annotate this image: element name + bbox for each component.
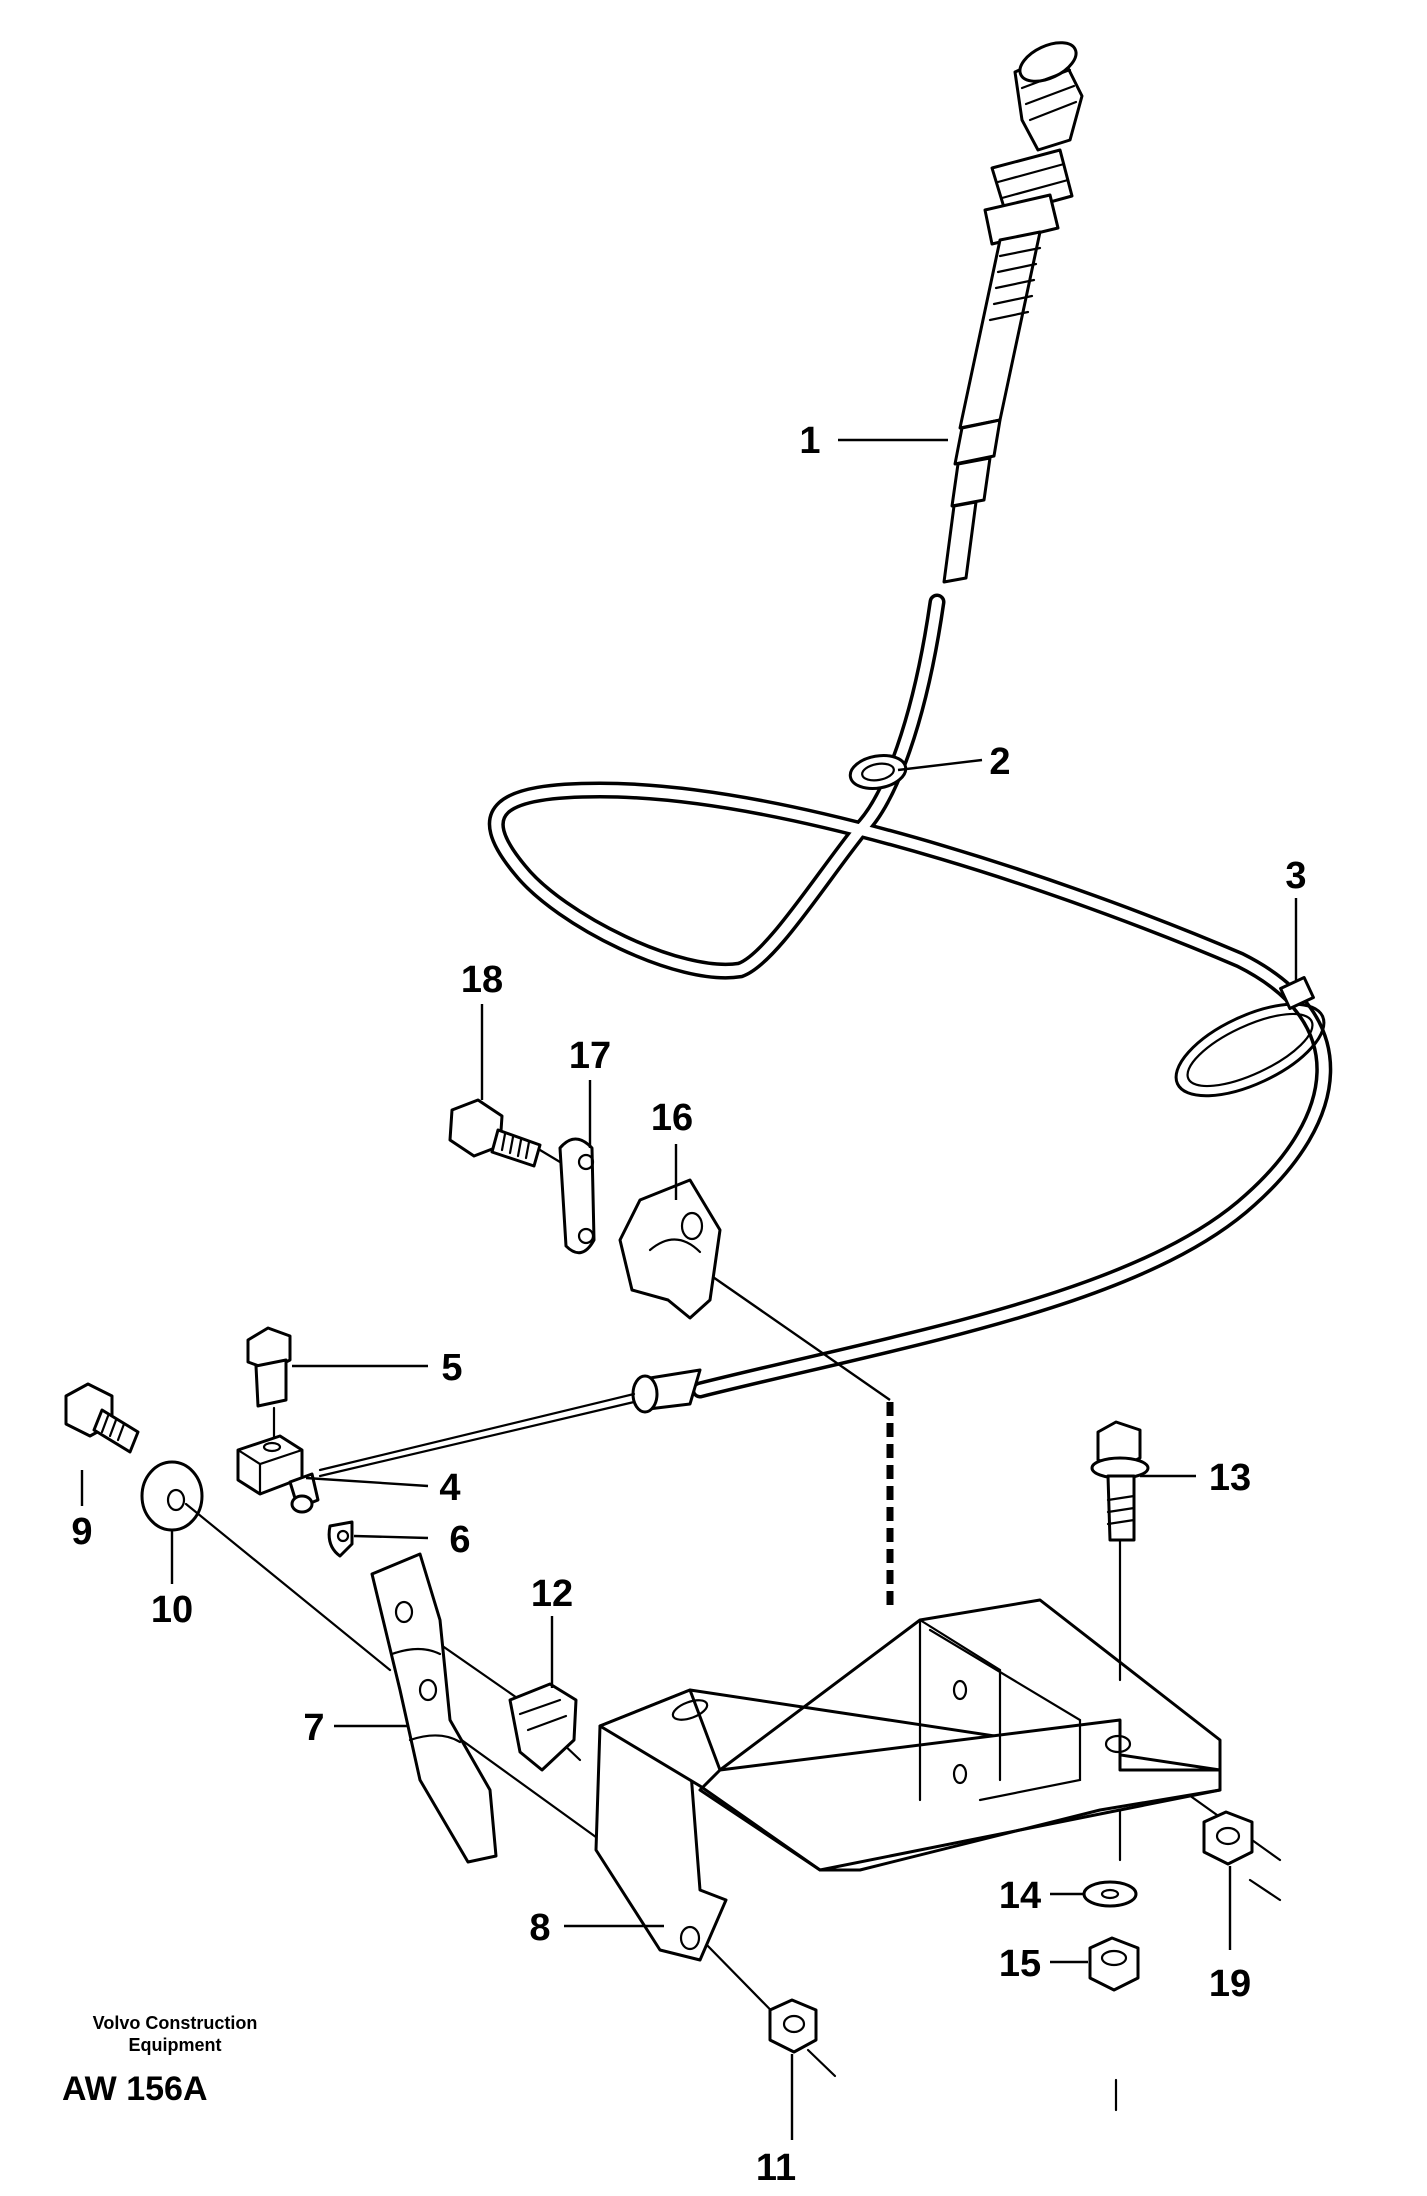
callout-10: 10 [151,1589,193,1631]
callout-3: 3 [1285,855,1306,897]
drawing-code: AW 156A [62,2070,208,2108]
cable-grommet [848,754,908,790]
control-knob-assembly [942,41,1084,584]
manufacturer-line-1: Volvo Construction [92,2013,258,2033]
assembly-line-9-7 [184,1502,392,1672]
callout-11: 11 [756,2147,796,2189]
callout-1: 1 [799,420,820,462]
callout-13: 13 [1209,1457,1251,1499]
assembly-line-19b [1248,1878,1282,1902]
callout-14: 14 [999,1875,1041,1917]
cable-end-block [236,1434,320,1514]
callout-16: 16 [651,1097,693,1139]
mounting-bracket [594,1598,1222,1962]
callout-12: 12 [531,1573,573,1615]
cable-tie [1174,976,1326,1098]
callout-5: 5 [441,1347,462,1389]
clamp-bolt [448,1098,592,1182]
callout-15: 15 [999,1943,1041,1985]
callout-7: 7 [303,1707,324,1749]
throttle-lever [370,1552,498,1864]
control-cable [487,593,1333,1399]
bracket-nut [1088,1936,1140,1992]
callout-6: 6 [449,1519,470,1561]
bracket-nut-rear [1202,1810,1254,1866]
callout-19: 19 [1209,1963,1251,2005]
cable-end-fitting [318,1368,702,1478]
lever-bolt [64,1382,140,1454]
bracket-washer [1082,1880,1138,1908]
bracket-bolt [1090,1420,1150,1542]
callout-9: 9 [71,1511,92,1553]
manufacturer-label: Volvo Construction Equipment [60,2012,290,2056]
callout-8: 8 [529,1907,550,1949]
spring-clip [508,1682,578,1772]
leader-6 [353,1534,429,1540]
set-screw [246,1326,292,1442]
leader-2 [897,758,983,772]
lever-washer [140,1460,204,1532]
cable-clamp [618,1178,722,1320]
clamp-plate [558,1137,596,1255]
retaining-clip [327,1520,354,1558]
leader-4 [305,1476,429,1488]
callout-18: 18 [461,959,503,1001]
manufacturer-line-2: Equipment [128,2035,222,2055]
callout-17: 17 [569,1035,611,1077]
assembly-line-11b [806,2048,837,2078]
callout-2: 2 [989,741,1010,783]
lever-nut [768,1998,818,2054]
clamp-position-line [699,1267,891,1401]
callout-4: 4 [439,1467,460,1509]
